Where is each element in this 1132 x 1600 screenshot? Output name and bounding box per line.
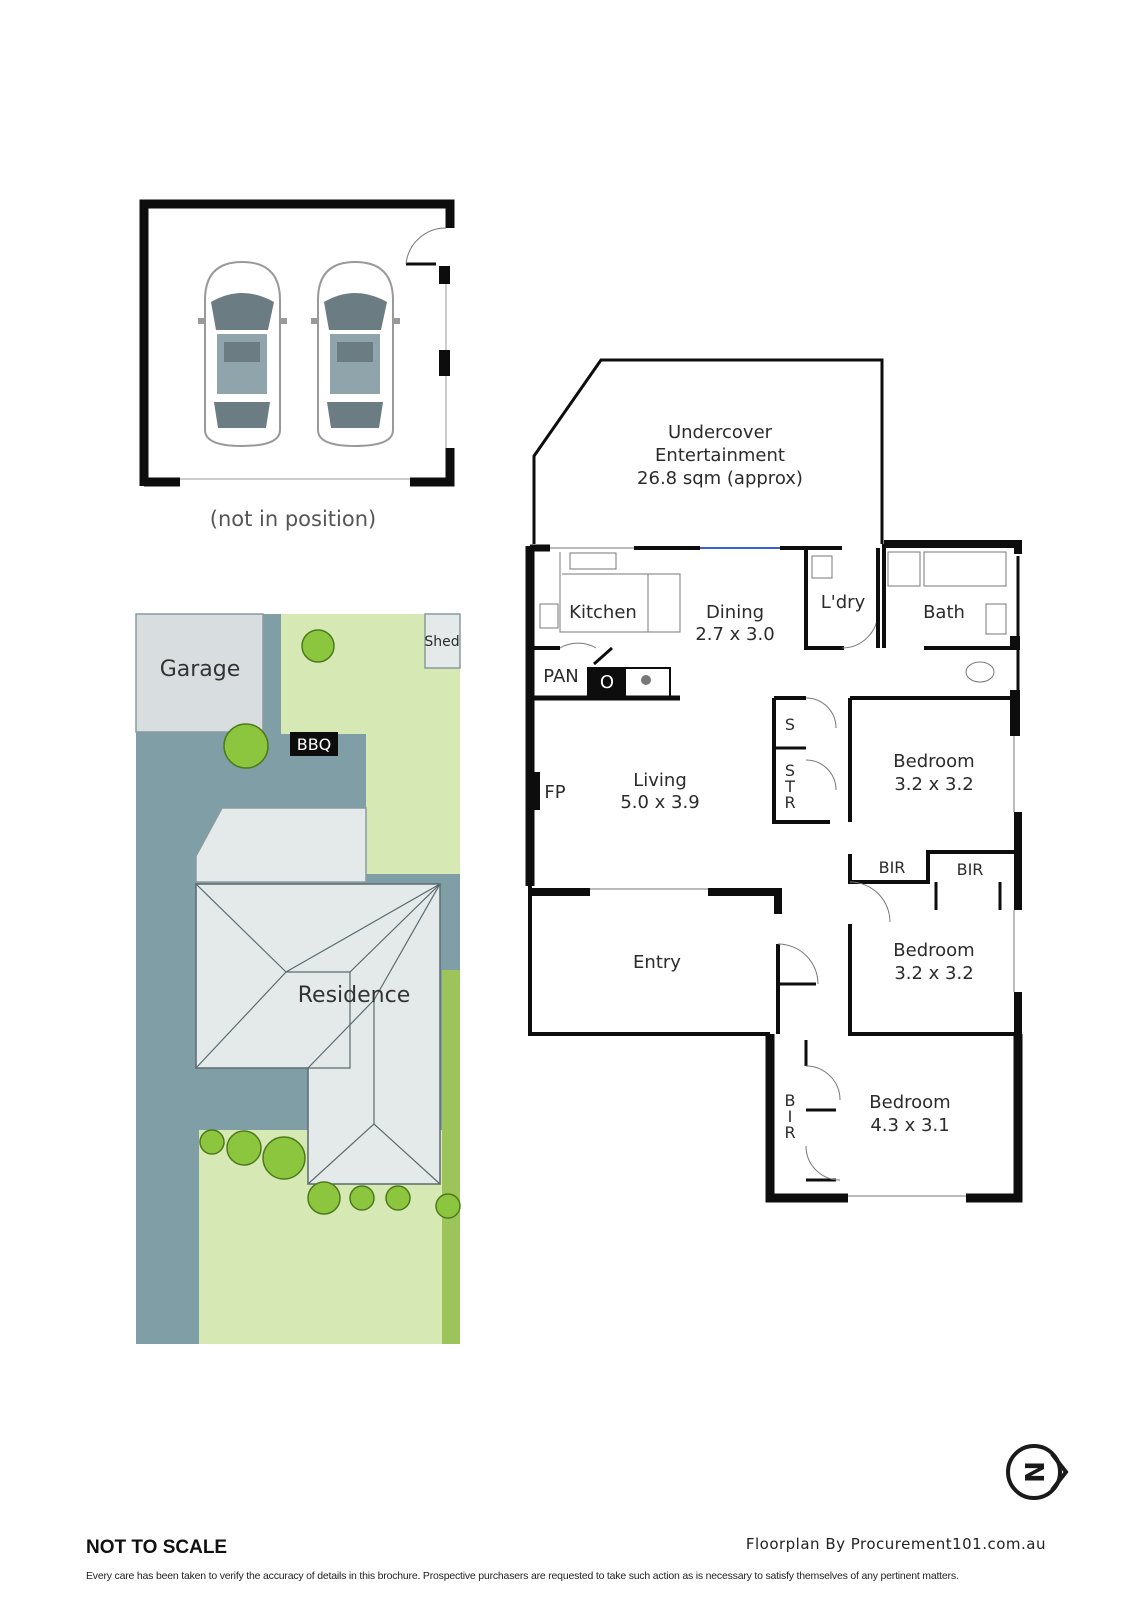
bir2-label: BIR [957, 860, 984, 879]
floorplan-credit: Floorplan By Procurement101.com.au [745, 1535, 1046, 1553]
bedroom1-label: Bedroom [893, 751, 974, 772]
undercover-label-2: Entertainment [655, 445, 785, 466]
living-size: 5.0 x 3.9 [620, 792, 699, 813]
bath-label: Bath [923, 602, 965, 623]
fireplace-label: FP [544, 782, 565, 803]
pantry-label: PAN [543, 666, 578, 687]
kitchen-label: Kitchen [569, 602, 637, 623]
oven-label: O [600, 672, 614, 693]
str-letter-1: S [785, 761, 795, 780]
not-to-scale-title: NOT TO SCALE [86, 1537, 228, 1558]
dining-label: Dining [706, 602, 764, 623]
bedroom2-size: 3.2 x 3.2 [894, 963, 973, 984]
dining-size: 2.7 x 3.0 [695, 624, 774, 645]
disclaimer-text: Every care has been taken to verify the … [86, 1570, 959, 1582]
entry-label: Entry [633, 952, 681, 973]
bedroom3-size: 4.3 x 3.1 [870, 1115, 949, 1136]
bir3-letter-1: B [785, 1091, 796, 1110]
store-label: S [785, 715, 795, 734]
site-residence-label: Residence [298, 983, 410, 1008]
bedroom1-size: 3.2 x 3.2 [894, 774, 973, 795]
bir1-label: BIR [879, 858, 906, 877]
car-icon [311, 260, 400, 448]
bedroom3-label: Bedroom [869, 1092, 950, 1113]
laundry-label: L'dry [821, 592, 866, 613]
site-bbq-label: BBQ [297, 735, 332, 754]
floor-plan [525, 358, 1023, 1203]
car-icon [198, 260, 287, 448]
str-letter-2: T [784, 777, 795, 796]
living-label: Living [633, 770, 687, 791]
site-plan: Garage Shed BBQ Residence [135, 613, 461, 1344]
bedroom2-label: Bedroom [893, 940, 974, 961]
bir3-letter-2: I [788, 1107, 793, 1126]
room-labels: Undercover Entertainment 26.8 sqm (appro… [543, 422, 983, 1142]
residence-roof [195, 883, 441, 1185]
north-arrow-icon: N [1006, 1444, 1069, 1500]
undercover-area: 26.8 sqm (approx) [637, 468, 803, 489]
site-garage-label: Garage [160, 657, 241, 682]
garage-caption: (not in position) [210, 507, 376, 531]
compass-letter: N [1021, 1461, 1051, 1483]
undercover-label-1: Undercover [668, 422, 773, 443]
bir3-letter-3: R [784, 1123, 795, 1142]
str-letter-3: R [784, 793, 795, 812]
tree-icon [199, 629, 461, 1219]
garage-plan: (not in position) [139, 199, 455, 531]
site-shed-label: Shed [424, 634, 459, 650]
